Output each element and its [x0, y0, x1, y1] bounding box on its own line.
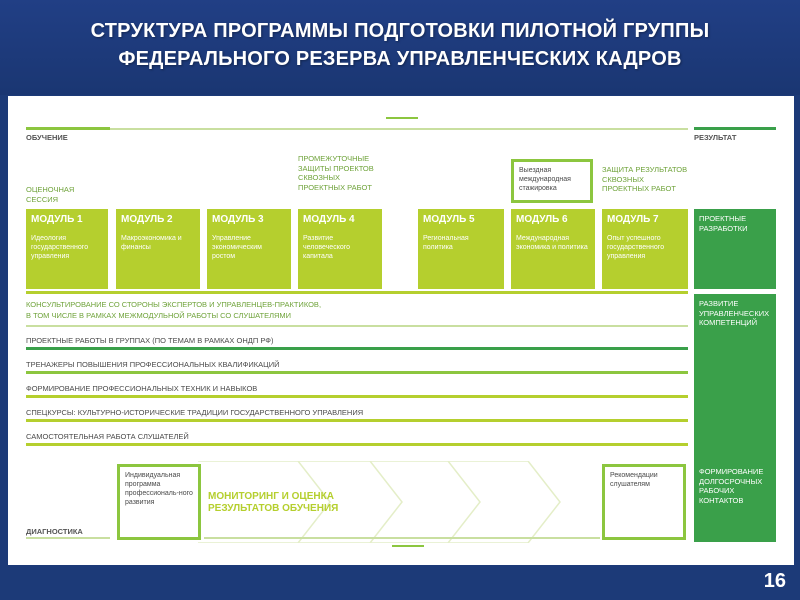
program-diagram: ОБУЧЕНИЕ РЕЗУЛЬТАТ ОЦЕНОЧНАЯ СЕССИЯ ПРОМ…	[8, 96, 794, 565]
diagnostics-line-left	[26, 537, 110, 539]
diagnostics-label: ДИАГНОСТИКА	[26, 527, 83, 536]
row-projects-label: ПРОЕКТНЫЕ РАБОТЫ В ГРУППАХ (ПО ТЕМАМ В Р…	[26, 336, 274, 345]
module-4-title: МОДУЛЬ 4	[303, 214, 355, 225]
row-trainers-line	[26, 371, 688, 374]
row-techniques-label: ФОРМИРОВАНИЕ ПРОФЕССИОНАЛЬНЫХ ТЕХНИК И Н…	[26, 384, 258, 393]
module-1: МОДУЛЬ 1 Идеология государственного упра…	[26, 209, 108, 289]
consulting-line2: В ТОМ ЧИСЛЕ В РАМКАХ МЕЖМОДУЛЬНОЙ РАБОТЫ…	[26, 311, 292, 320]
module-2-title: МОДУЛЬ 2	[121, 214, 173, 225]
result-header-line	[694, 127, 776, 130]
slide-title-line1: СТРУКТУРА ПРОГРАММЫ ПОДГОТОВКИ ПИЛОТНОЙ …	[90, 20, 710, 42]
monitoring-arrows	[198, 461, 561, 543]
diagnostics-line-mid	[204, 537, 600, 539]
result-competencies: РАЗВИТИЕ УПРАВЛЕНЧЕСКИХ КОМПЕТЕНЦИЙ	[694, 294, 776, 470]
module-2-desc: Макроэкономика и финансы	[121, 235, 182, 251]
row-self-work-label: САМОСТОЯТЕЛЬНАЯ РАБОТА СЛУШАТЕЛЕЙ	[26, 432, 189, 441]
module-6-title: МОДУЛЬ 6	[516, 214, 568, 225]
module-6: МОДУЛЬ 6 Международная экономика и полит…	[511, 209, 595, 289]
row-self-work-line	[26, 443, 688, 446]
module-7-title: МОДУЛЬ 7	[607, 214, 659, 225]
consulting-top-line	[26, 291, 688, 294]
training-header-rule	[110, 128, 688, 130]
module-2: МОДУЛЬ 2 Макроэкономика и финансы	[116, 209, 200, 289]
row-projects-line	[26, 347, 688, 350]
module-3-title: МОДУЛЬ 3	[212, 214, 264, 225]
slide-header: СТРУКТУРА ПРОГРАММЫ ПОДГОТОВКИ ПИЛОТНОЙ …	[0, 0, 800, 95]
training-header-line	[26, 127, 110, 130]
result-contacts: ФОРМИРОВАНИЕ ДОЛГОСРОЧНЫХ РАБОЧИХ КОНТАК…	[694, 462, 776, 542]
row-special-line	[26, 419, 688, 422]
monitoring-line1: МОНИТОРИНГ И ОЦЕНКА	[208, 491, 334, 502]
result-label: РЕЗУЛЬТАТ	[694, 133, 737, 142]
module-1-desc: Идеология государственного управления	[31, 235, 89, 260]
internship-box: Выездная международная стажировка	[511, 159, 593, 203]
consulting-line1: КОНСУЛЬТИРОВАНИЕ СО СТОРОНЫ ЭКСПЕРТОВ И …	[26, 300, 322, 309]
module-4-desc: Развитие человеческого капитала	[303, 235, 351, 260]
module-7: МОДУЛЬ 7 Опыт успешного государственного…	[602, 209, 688, 289]
module-1-title: МОДУЛЬ 1	[31, 214, 83, 225]
module-7-desc: Опыт успешного государственного управлен…	[607, 235, 665, 260]
row-special-label: СПЕЦКУРСЫ: КУЛЬТУРНО-ИСТОРИЧЕСКИЕ ТРАДИЦ…	[26, 408, 364, 417]
results-defense-label: ЗАЩИТА РЕЗУЛЬТАТОВ СКВОЗНЫХ ПРОЕКТНЫХ РА…	[602, 165, 688, 193]
monitoring-title: МОНИТОРИНГ И ОЦЕНКА РЕЗУЛЬТАТОВ ОБУЧЕНИЯ	[208, 491, 338, 515]
consulting-bottom-line	[26, 325, 688, 327]
training-label: ОБУЧЕНИЕ	[26, 133, 68, 142]
module-5-desc: Региональная политика	[423, 235, 469, 251]
module-3: МОДУЛЬ 3 Управление экономическим ростом	[207, 209, 291, 289]
interim-defense-label: ПРОМЕЖУТОЧНЫЕ ЗАЩИТЫ ПРОЕКТОВ СКВОЗНЫХ П…	[298, 154, 374, 192]
assessment-session-label: ОЦЕНОЧНАЯ СЕССИЯ	[26, 185, 75, 204]
module-6-desc: Международная экономика и политика	[516, 235, 588, 251]
module-5-title: МОДУЛЬ 5	[423, 214, 475, 225]
row-techniques-line	[26, 395, 688, 398]
result-project-developments: ПРОЕКТНЫЕ РАЗРАБОТКИ	[694, 209, 776, 289]
slide-title-line2: ФЕДЕРАЛЬНОГО РЕЗЕРВА УПРАВЛЕНЧЕСКИХ КАДР…	[118, 48, 682, 70]
recommendations-box: Рекомендации слушателям	[602, 464, 686, 540]
bottom-center-divider	[392, 545, 424, 547]
individual-program-box: Индивидуальная программа профессиональ-н…	[117, 464, 201, 540]
slide-footer	[0, 565, 800, 600]
module-3-desc: Управление экономическим ростом	[212, 235, 262, 260]
page-number: 16	[763, 570, 786, 592]
module-4: МОДУЛЬ 4 Развитие человеческого капитала	[298, 209, 382, 289]
top-center-divider	[386, 117, 418, 119]
row-trainers-label: ТРЕНАЖЕРЫ ПОВЫШЕНИЯ ПРОФЕССИОНАЛЬНЫХ КВА…	[26, 360, 280, 369]
module-5: МОДУЛЬ 5 Региональная политика	[418, 209, 504, 289]
monitoring-line2: РЕЗУЛЬТАТОВ ОБУЧЕНИЯ	[208, 503, 339, 514]
